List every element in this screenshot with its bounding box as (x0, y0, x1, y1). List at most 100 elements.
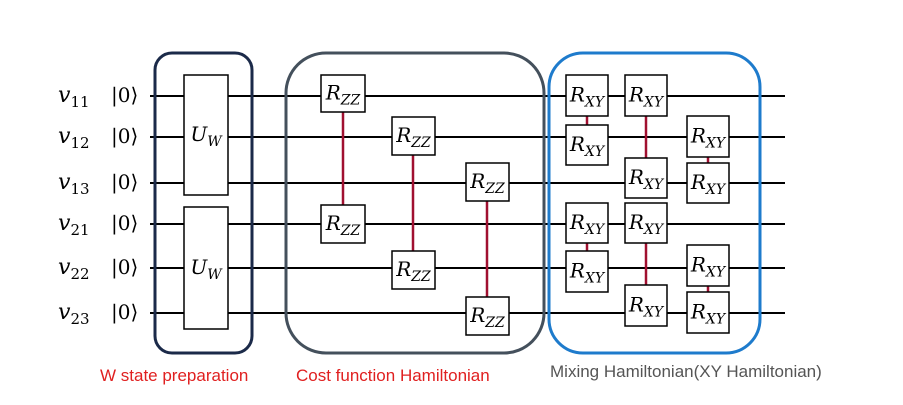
qubit-labels: v11|0⟩v12|0⟩v13|0⟩v21|0⟩v22|0⟩v23|0⟩ (58, 83, 138, 328)
gate-base: R (569, 210, 585, 234)
uw-gate-label: UW (190, 122, 223, 150)
rxy-gate-box (565, 250, 609, 293)
rxy-gate-8: RXY (565, 250, 609, 293)
rxy-gate-label: RXY (690, 124, 727, 152)
mixing-section-box (547, 51, 762, 355)
gate-base: R (690, 253, 706, 277)
uw-gate-box (183, 74, 229, 196)
rzz-gate-box (320, 204, 366, 244)
gate-subscript: XY (643, 305, 665, 321)
rzz-gate-5: RZZ (465, 162, 510, 202)
rxy-gate-12: RXY (686, 291, 730, 334)
qubit-var: v (58, 83, 71, 108)
cost-caption: Cost function Hamiltonian (296, 366, 490, 385)
uw-gate-2: UW (183, 206, 229, 330)
gate-base: R (690, 170, 706, 194)
rzz-gate-box (391, 116, 436, 156)
rxy-gate-label: RXY (569, 132, 606, 160)
rzz-gate-box (320, 74, 366, 113)
gate-base: R (569, 259, 585, 283)
rxy-gate-label: RXY (628, 210, 665, 238)
rxy-gate-box (624, 284, 668, 327)
qubit-subscript: 22 (70, 265, 89, 283)
gate-base: R (395, 123, 411, 147)
rzz-gate-4: RZZ (391, 250, 436, 290)
gate-base: R (628, 165, 644, 189)
rzz-gate-label: RZZ (395, 123, 431, 151)
qubit-subscript: 23 (70, 310, 89, 328)
qubit-label-6: v23 (58, 300, 90, 328)
w-state-section-box (153, 51, 254, 355)
qubit-label-1: v11 (58, 83, 90, 111)
rxy-gate-label: RXY (690, 170, 727, 198)
rzz-gate-label: RZZ (469, 169, 505, 197)
rzz-gate-6: RZZ (465, 296, 510, 336)
gate-subscript: ZZ (484, 315, 505, 331)
rxy-gate-2: RXY (565, 124, 609, 166)
ket-zero-4: |0⟩ (111, 211, 138, 236)
rxy-gate-11: RXY (686, 244, 730, 287)
rzz-gate-2: RZZ (320, 204, 366, 244)
ket-zero-5: |0⟩ (111, 255, 138, 280)
uw-gate-box (183, 206, 229, 330)
rxy-gate-box (624, 157, 668, 199)
gate-subscript: ZZ (410, 135, 431, 151)
ket-zero-6: |0⟩ (111, 300, 138, 325)
qubit-subscript: 12 (70, 134, 89, 152)
rzz-gate-box (465, 162, 510, 202)
qubit-label-3: v13 (58, 170, 90, 198)
qubit-var: v (58, 124, 71, 149)
gate-subscript: XY (584, 95, 606, 111)
gate-subscript: W (207, 134, 223, 150)
gate-subscript: XY (584, 271, 606, 287)
gate-subscript: XY (643, 222, 665, 238)
qubit-var: v (58, 300, 71, 325)
rxy-gate-box (686, 162, 730, 204)
uw-gate-label: UW (190, 255, 223, 283)
mixing-caption: Mixing Hamiltonian(XY Hamiltonian) (550, 362, 822, 381)
gate-subscript: ZZ (410, 269, 431, 285)
rxy-gate-box (565, 202, 609, 244)
rxy-gate-label: RXY (569, 210, 606, 238)
gate-base: R (569, 132, 585, 156)
gate-subscript: XY (705, 312, 727, 328)
rzz-gate-label: RZZ (469, 303, 505, 331)
rxy-gate-box (686, 115, 730, 158)
qubit-label-4: v21 (58, 211, 90, 239)
gate-base: U (190, 255, 208, 279)
gate-base: R (628, 210, 644, 234)
rxy-gate-label: RXY (628, 165, 665, 193)
rxy-gate-1: RXY (565, 74, 609, 117)
rzz-gate-label: RZZ (395, 257, 431, 285)
rzz-gate-label: RZZ (325, 81, 361, 109)
uw-gate-1: UW (183, 74, 229, 196)
gate-subscript: XY (584, 222, 606, 238)
qubit-label-5: v22 (58, 255, 90, 283)
rxy-gate-box (686, 244, 730, 287)
gate-subscript: ZZ (340, 223, 361, 239)
rxy-gate-box (565, 74, 609, 117)
rzz-gate-label: RZZ (325, 211, 361, 239)
rxy-gate-7: RXY (565, 202, 609, 244)
qubit-var: v (58, 255, 71, 280)
gate-base: R (690, 124, 706, 148)
rxy-gate-label: RXY (628, 293, 665, 321)
qubit-subscript: 11 (70, 93, 89, 111)
cost-section-box (284, 51, 546, 355)
gate-base: R (628, 293, 644, 317)
w-state-caption: W state preparation (100, 366, 248, 385)
rxy-gate-label: RXY (628, 83, 665, 111)
rxy-gate-box (565, 124, 609, 166)
rzz-gate-3: RZZ (391, 116, 436, 156)
rxy-gate-label: RXY (690, 253, 727, 281)
rxy-gate-box (624, 202, 668, 244)
qubit-var: v (58, 211, 71, 236)
rzz-gate-1: RZZ (320, 74, 366, 113)
rzz-gate-box (391, 250, 436, 290)
ket-zero-3: |0⟩ (111, 170, 138, 195)
gate-connectors (341, 112, 710, 297)
gate-subscript: ZZ (484, 181, 505, 197)
gate-subscript: XY (643, 177, 665, 193)
gates: UWUWRZZRZZRZZRZZRZZRZZRXYRXYRXYRXYRXYRXY… (183, 74, 730, 336)
